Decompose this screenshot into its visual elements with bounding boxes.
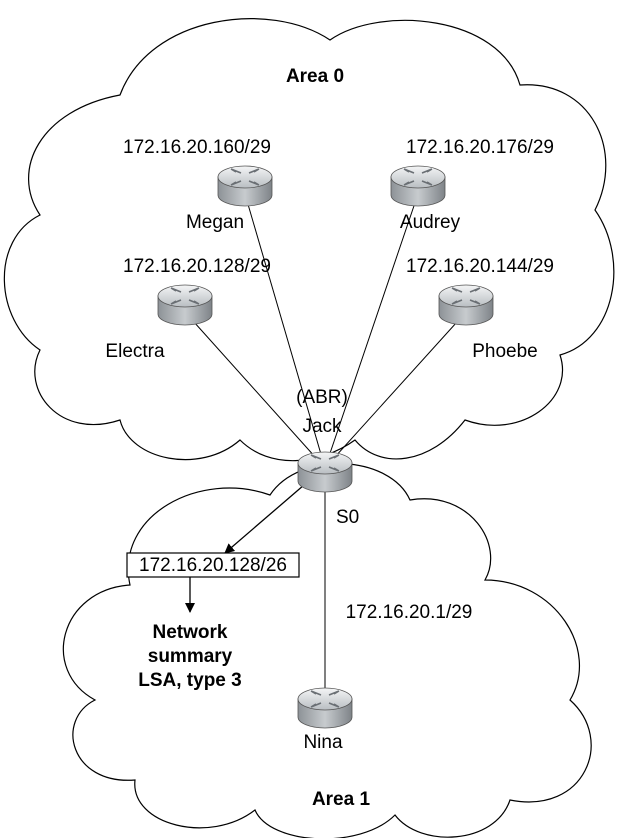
phoebe-network-label: 172.16.20.144/29 [406,256,554,277]
nina-network-label: 172.16.20.1/29 [346,602,473,623]
router-icon [438,284,494,326]
electra-name-label: Electra [105,341,165,362]
router-icon [157,284,213,326]
area0-label: Area 0 [286,66,344,87]
electra-network-label: 172.16.20.128/29 [123,256,271,277]
link-jack-electra [184,311,326,469]
jack-name-label: Jack [302,416,342,437]
links [184,193,467,702]
link-jack-megan [244,193,326,469]
summary-route-box [126,552,300,578]
jack-role-label: (ABR) [296,387,348,408]
nina-name-label: Nina [303,732,343,753]
link-jack-audrey [324,193,419,469]
area0-cloud [3,18,615,462]
phoebe-name-label: Phoebe [472,341,538,362]
router-icon [390,165,446,207]
area1-label: Area 1 [312,789,371,810]
lsa-label-line3: LSA, type 3 [138,670,241,691]
link-jack-phoebe [324,311,467,469]
jack-interface-label: S0 [336,507,359,528]
megan-name-label: Megan [186,212,244,233]
area1-cloud [62,463,592,838]
router-icon [217,165,273,207]
lsa-label-line1: Network [153,622,228,643]
summary-arrow [224,484,305,554]
audrey-network-label: 172.16.20.176/29 [406,137,554,158]
router-icon [297,451,353,493]
lsa-label-line2: summary [148,646,233,667]
megan-network-label: 172.16.20.160/29 [123,137,271,158]
summary-route-text: 172.16.20.128/26 [139,555,287,576]
router-icon [297,687,353,729]
audrey-name-label: Audrey [400,212,461,233]
